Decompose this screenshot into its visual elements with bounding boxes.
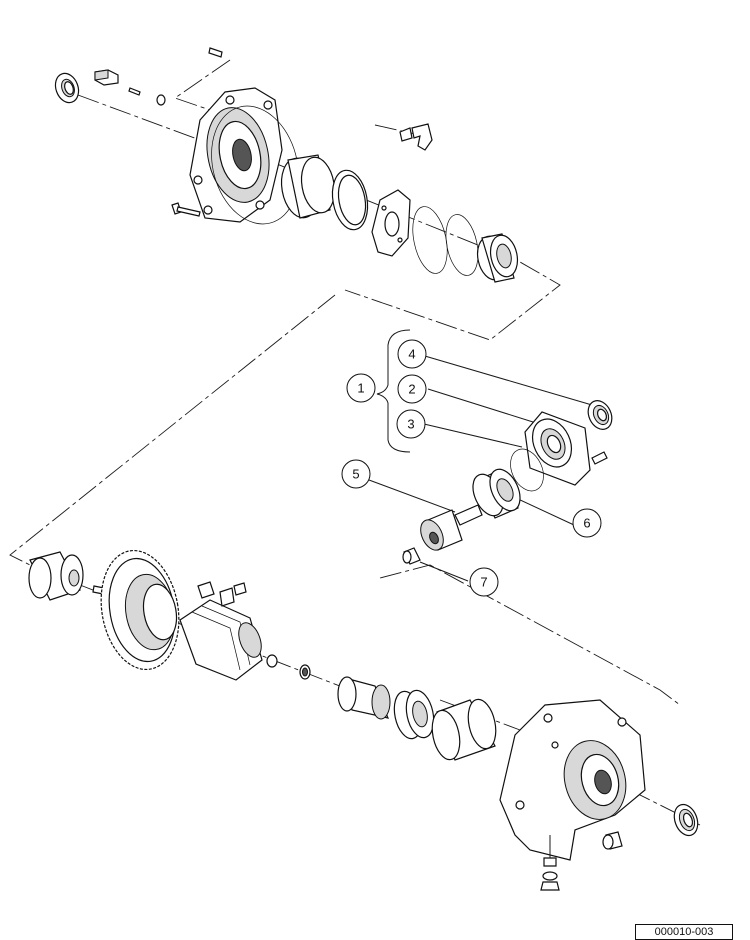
callout-5-label: 5 [352, 467, 359, 482]
small-nut [156, 94, 166, 106]
top-assembly [54, 47, 561, 341]
group-brace [376, 329, 411, 453]
connector-block [94, 69, 119, 86]
pinion-housing [524, 411, 591, 486]
differential-cage [179, 581, 263, 681]
dowel-pin [208, 47, 223, 58]
ring-gear [100, 549, 180, 671]
pinion-gear [420, 504, 483, 551]
output-bearing [393, 689, 435, 740]
callout-2: 2 [397, 374, 427, 404]
callout-3-label: 3 [407, 417, 414, 432]
retaining-ring [331, 169, 369, 231]
callout-1: 1 [346, 373, 376, 403]
diff-washer-b-hole [302, 667, 308, 677]
callout-4: 4 [397, 339, 427, 369]
callout-3: 3 [396, 409, 426, 439]
flange-housing [189, 87, 283, 223]
callout-1-label: 1 [357, 381, 364, 396]
callout-7-label: 7 [480, 575, 487, 590]
callout-6-label: 6 [583, 516, 590, 531]
top-seal-ring [54, 72, 80, 104]
fill-bolt [540, 835, 560, 891]
callout-5: 5 [341, 459, 371, 489]
large-o-ring [211, 105, 299, 225]
bushing [280, 154, 336, 219]
stop-pin [399, 127, 413, 142]
pinion-seal [587, 400, 613, 430]
callout-6: 6 [572, 508, 602, 538]
flange-bolt [171, 202, 201, 217]
drain-plug [602, 831, 623, 850]
output-seal [673, 803, 699, 837]
pinion-group [368, 329, 681, 706]
housing-bolt [591, 451, 608, 465]
sleeve [431, 698, 497, 761]
callout-4-label: 4 [408, 347, 415, 362]
pilot-bushing [402, 547, 421, 565]
thrust-plate [371, 189, 411, 257]
gearcase-housing [499, 699, 646, 861]
small-pin [128, 87, 141, 96]
pinion-o-ring [510, 448, 544, 492]
top-bearing [476, 233, 519, 283]
lower-assembly [9, 294, 701, 891]
pinion-bearing [472, 468, 521, 519]
diff-bushing-left [28, 551, 84, 601]
snap-ring-b [445, 214, 479, 276]
callout-7: 7 [469, 567, 499, 597]
stop-clip [411, 123, 433, 151]
diff-washer-a [266, 654, 278, 668]
needle-bearing [337, 676, 391, 720]
callout-2-label: 2 [408, 382, 415, 397]
